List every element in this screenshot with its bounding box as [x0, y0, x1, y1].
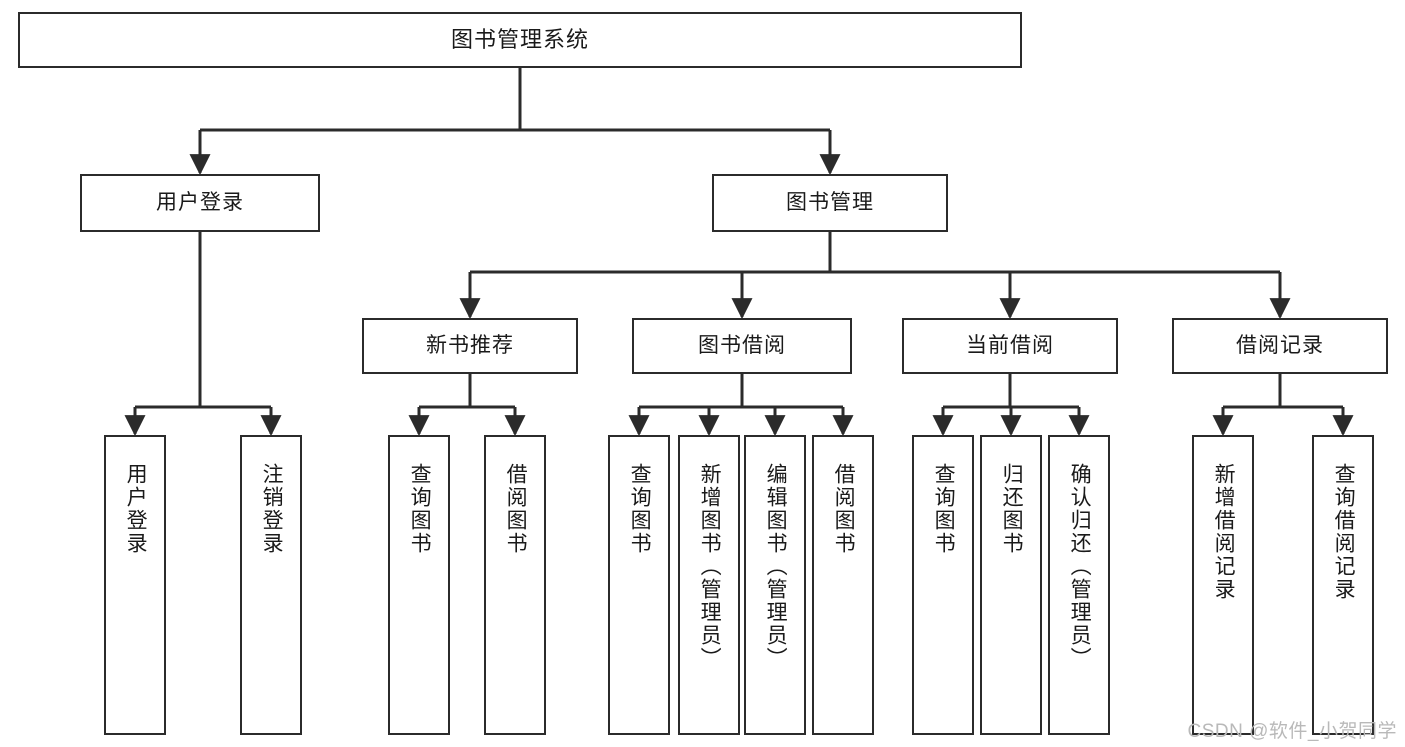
- leaf-label: 查询图书: [932, 463, 956, 555]
- node-user-login[interactable]: 用户登录: [80, 174, 320, 232]
- node-root[interactable]: 图书管理系统: [18, 12, 1022, 68]
- node-book-manage[interactable]: 图书管理: [712, 174, 948, 232]
- leaf-label: 注销登录: [260, 463, 284, 555]
- leaf-confirm-return[interactable]: 确认归还（管理员）: [1048, 435, 1110, 735]
- leaf-label: 归还图书: [1000, 463, 1024, 555]
- watermark-text: CSDN @软件_小贺同学: [1187, 721, 1397, 742]
- leaf-label: 查询借阅记录: [1332, 463, 1356, 601]
- node-book-borrow[interactable]: 图书借阅: [632, 318, 852, 374]
- leaf-label: 借阅图书: [504, 463, 528, 555]
- leaf-label: 查询图书: [628, 463, 652, 555]
- node-label: 图书借阅: [698, 334, 786, 358]
- leaf-add-record[interactable]: 新增借阅记录: [1192, 435, 1254, 735]
- node-borrow-record[interactable]: 借阅记录: [1172, 318, 1388, 374]
- leaf-borrow-book-1[interactable]: 借阅图书: [484, 435, 546, 735]
- node-label: 借阅记录: [1236, 334, 1324, 358]
- node-label: 图书管理: [786, 191, 874, 215]
- leaf-query-book-1[interactable]: 查询图书: [388, 435, 450, 735]
- leaf-label: 新增图书（管理员）: [698, 463, 722, 670]
- node-new-book-recommend[interactable]: 新书推荐: [362, 318, 578, 374]
- leaf-label: 查询图书: [408, 463, 432, 555]
- node-label: 当前借阅: [966, 334, 1054, 358]
- node-label: 新书推荐: [426, 334, 514, 358]
- leaf-user-login[interactable]: 用户登录: [104, 435, 166, 735]
- node-current-borrow[interactable]: 当前借阅: [902, 318, 1118, 374]
- leaf-label: 编辑图书（管理员）: [764, 463, 788, 670]
- leaf-query-book-3[interactable]: 查询图书: [912, 435, 974, 735]
- leaf-label: 用户登录: [124, 463, 148, 555]
- leaf-logout-login[interactable]: 注销登录: [240, 435, 302, 735]
- leaf-label: 新增借阅记录: [1212, 463, 1236, 601]
- leaf-return-book[interactable]: 归还图书: [980, 435, 1042, 735]
- node-label: 用户登录: [156, 191, 244, 215]
- node-label: 图书管理系统: [450, 26, 589, 52]
- leaf-add-book[interactable]: 新增图书（管理员）: [678, 435, 740, 735]
- leaf-label: 确认归还（管理员）: [1068, 463, 1092, 670]
- leaf-edit-book[interactable]: 编辑图书（管理员）: [744, 435, 806, 735]
- leaf-query-book-2[interactable]: 查询图书: [608, 435, 670, 735]
- leaf-borrow-book-2[interactable]: 借阅图书: [812, 435, 874, 735]
- leaf-label: 借阅图书: [832, 463, 856, 555]
- leaf-query-record[interactable]: 查询借阅记录: [1312, 435, 1374, 735]
